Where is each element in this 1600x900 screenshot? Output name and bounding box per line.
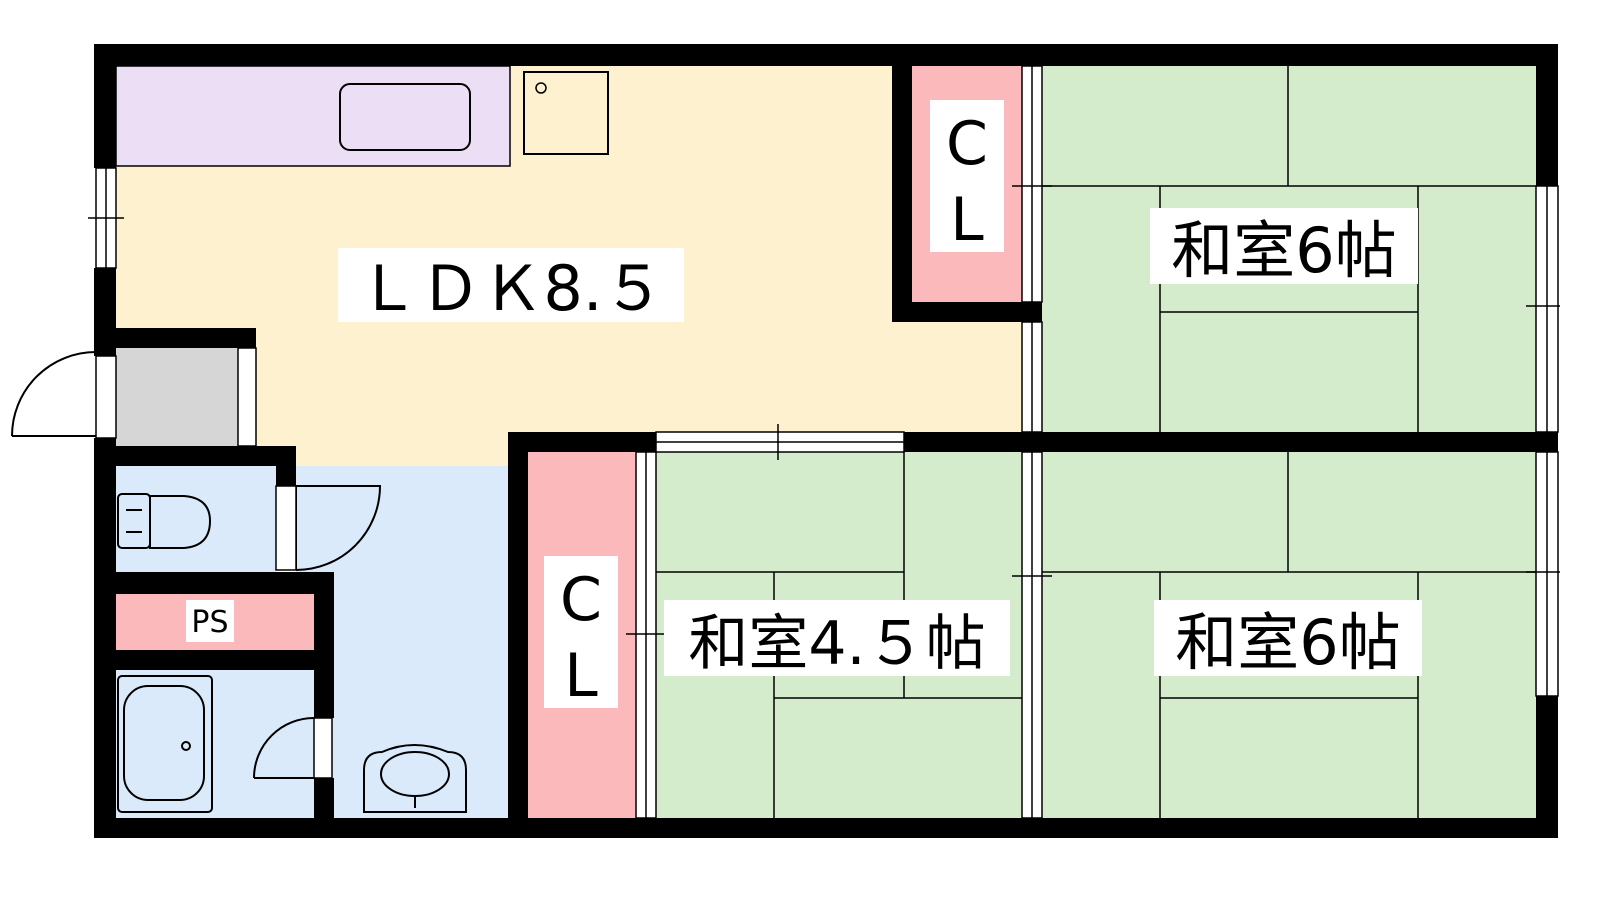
closet-upper-label-l: L (950, 185, 984, 255)
ldk-label: ＬＤＫ8.５ (357, 252, 664, 325)
tatami-lines (656, 66, 1536, 818)
washitsu-small-label-bg (664, 600, 1010, 676)
ps-label: PS (191, 605, 228, 640)
drain-icon (535, 82, 547, 94)
bathtub-icon (117, 675, 213, 813)
walls (94, 44, 1558, 838)
washitsu-lower-label-bg (1154, 600, 1422, 676)
washitsu-upper-label: 和室6帖 (1171, 214, 1396, 287)
toilet-floor (116, 466, 276, 574)
entrance-door (11, 351, 97, 437)
refrigerator-space (523, 71, 609, 155)
closet-lower-label-l: L (564, 641, 598, 711)
bath-door (253, 717, 315, 779)
washitsu-upper-label-bg (1150, 208, 1418, 284)
closet-upper-label-bg (930, 100, 1004, 252)
ldk-label-bg (338, 248, 684, 322)
windows (88, 65, 1560, 819)
closet-lower-label-bg (544, 556, 618, 708)
bath-floor (116, 670, 314, 818)
closet-lower-label-c: C (560, 565, 602, 635)
ps-label-bg (186, 600, 234, 642)
closet-upper-label-c: C (946, 109, 988, 179)
washitsu-small-label: 和室4.５帖 (688, 609, 985, 679)
entrance-floor (116, 348, 238, 446)
washbasin-icon (363, 744, 467, 813)
washitsu-lower-label: 和室6帖 (1175, 606, 1400, 679)
kitchen-sink (339, 83, 471, 151)
toilet-icon (117, 493, 212, 549)
